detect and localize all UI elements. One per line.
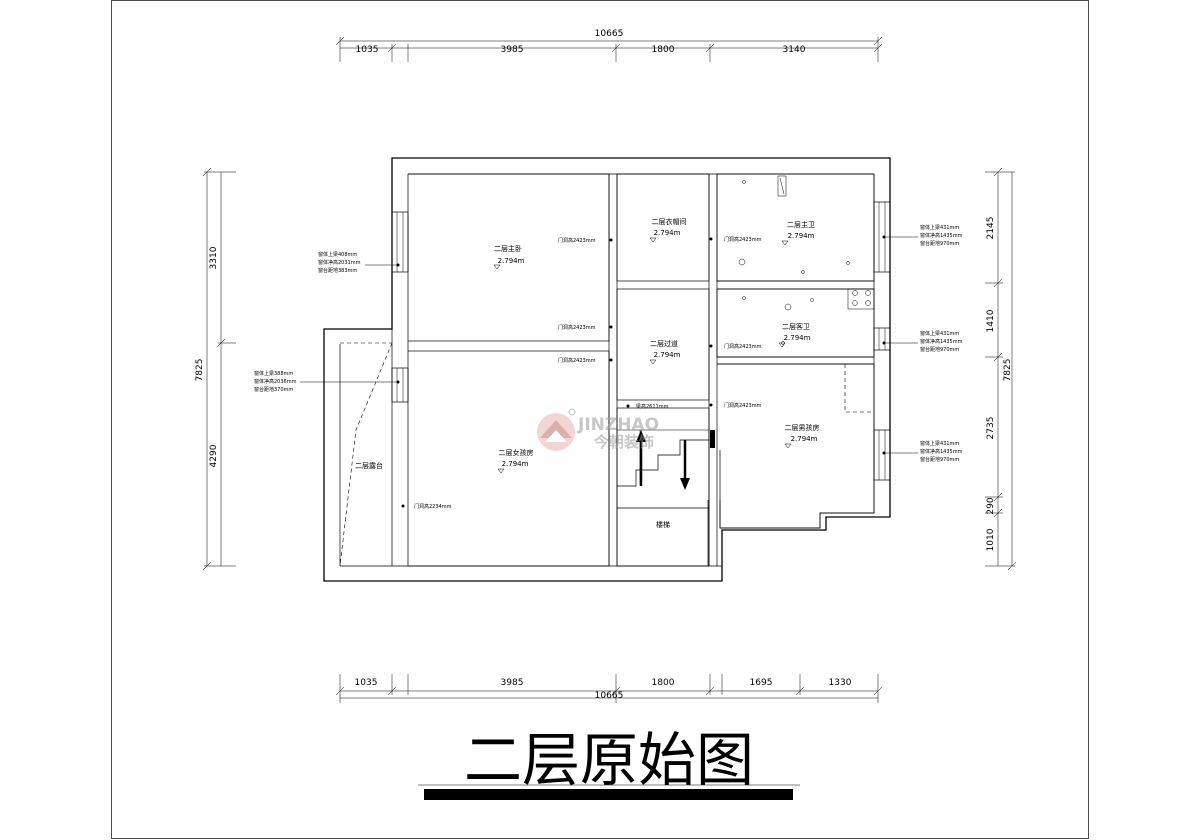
master-bedroom-elevation: 2.794m [498, 257, 525, 265]
bath-fixtures [738, 175, 875, 345]
brand-name-en: JINZHAO [577, 415, 659, 435]
ceiling-light-icon [810, 298, 814, 302]
master-bath-label: 二层主卫 [787, 220, 815, 229]
door-note-master-bedroom-top: 门洞高2423mm [558, 237, 596, 244]
beam-height-note: 梁高2611mm [636, 403, 669, 410]
girls-room-label: 二层女孩房 [499, 448, 534, 457]
boys-room-closet-outline [844, 364, 874, 413]
bottom-dim-5: 1330 [829, 678, 852, 688]
title-underline-bar [424, 789, 793, 800]
window-note-right-top-2: 窗体净高1435mm [920, 232, 963, 239]
window-notes: 窗体上梁408mm 窗体净高2031mm 窗台距地383mm 窗体上梁388mm… [254, 224, 963, 463]
bottom-total-dim: 10665 [595, 691, 624, 701]
bottom-dim-2: 3985 [501, 678, 524, 688]
window-note-left-top-3: 窗台距地383mm [318, 267, 357, 274]
hallway-elevation: 2.794m [654, 351, 681, 359]
floor-drain-icon [801, 270, 805, 274]
master-bath-elevation: 2.794m [788, 232, 815, 240]
window-note-right-bottom-2: 窗体净高1435mm [920, 448, 963, 455]
stove-icon [847, 288, 875, 310]
guest-bath-label: 二层客卫 [782, 322, 810, 331]
master-bedroom-label: 二层主卧 [494, 244, 522, 253]
door-note-boys-room: 门洞高2423mm [724, 402, 762, 409]
door-note-girls-room: 门洞高2423mm [558, 357, 596, 364]
boys-room-room [717, 363, 875, 529]
stairs-label: 楼梯 [656, 520, 670, 529]
window-note-left-bottom-2: 窗体净高2036mm [254, 378, 297, 385]
door-note-hallway: 门洞高2423mm [724, 343, 762, 350]
window-note-left-bottom-3: 窗台距地370mm [254, 386, 293, 393]
right-dimension-chain: 2145 1410 2735 290 1010 7825 [985, 167, 1017, 571]
boys-room-elevation: 2.794m [791, 435, 818, 443]
window-note-right-mid-1: 窗体上梁431mm [920, 330, 959, 337]
window-note-left-top-1: 窗体上梁408mm [318, 251, 357, 258]
door-notes: 门洞高2423mm 门洞高2423mm 门洞高2423mm 门洞高2423mm … [401, 236, 762, 510]
shower-rail-icon [777, 175, 787, 197]
right-dim-5: 1010 [986, 528, 996, 551]
top-dimension-chain: 10665 1035 3985 1800 3140 [335, 29, 883, 62]
window-note-right-mid-3: 窗台距地970mm [920, 346, 959, 353]
closet-room [616, 173, 710, 282]
stair-down-arrow [680, 440, 690, 490]
ceiling-light-icon [742, 180, 746, 184]
left-total-dim: 7825 [195, 359, 205, 382]
brand-watermark: JINZHAO 今朝装饰 [537, 408, 659, 451]
drawing-title: 二层原始图 [464, 726, 754, 794]
window-note-right-top-3: 窗台距地970mm [920, 240, 959, 247]
left-dim-1: 3310 [209, 246, 219, 269]
closet-elevation: 2.794m [654, 229, 681, 237]
floor-drain-icon [784, 303, 792, 311]
door-note-master-bedroom-bottom: 门洞高2423mm [558, 324, 596, 331]
brand-name-cn: 今朝装饰 [593, 433, 654, 451]
top-dim-3: 1800 [652, 45, 675, 55]
bottom-dimension-chain: 1035 3985 1800 1695 1330 10665 [335, 674, 883, 703]
right-dim-2: 1410 [986, 309, 996, 332]
left-dim-2: 4290 [209, 444, 219, 467]
ceiling-light-icon [742, 296, 746, 300]
top-dim-2: 3985 [501, 45, 524, 55]
window-note-right-mid-2: 窗体净高1435mm [920, 338, 963, 345]
floor-drain-icon [738, 258, 746, 266]
window-note-right-bottom-3: 窗台距地970mm [920, 456, 959, 463]
terrace-label: 二层露台 [355, 461, 383, 470]
drawing-frame [111, 0, 1089, 839]
right-dim-1: 2145 [986, 217, 996, 240]
window-note-left-bottom-1: 窗体上梁388mm [254, 370, 293, 377]
top-dim-4: 3140 [783, 45, 806, 55]
window-note-right-top-1: 窗体上梁431mm [920, 224, 959, 231]
bottom-dim-4: 1695 [750, 678, 773, 688]
hallway-label: 二层过道 [650, 339, 678, 348]
girls-room-room [407, 350, 610, 567]
ceiling-light-icon [846, 261, 850, 265]
terrace-outline [339, 342, 393, 567]
girls-room-elevation: 2.794m [502, 460, 529, 468]
boys-room-label: 二层男孩房 [785, 423, 820, 432]
top-dim-1: 1035 [356, 45, 379, 55]
right-dim-3: 2735 [986, 417, 996, 440]
bottom-dim-1: 1035 [355, 678, 378, 688]
top-total-dim: 10665 [595, 29, 624, 39]
bottom-dim-3: 1800 [652, 678, 675, 688]
stair-up-arrow [636, 430, 646, 486]
right-dim-4: 290 [986, 497, 996, 514]
window-note-left-top-2: 窗体净高2031mm [318, 259, 361, 266]
left-dimension-chain: 7825 3310 4290 [195, 167, 236, 571]
right-total-dim: 7825 [1003, 359, 1013, 382]
door-note-terrace: 门洞高2234mm [414, 503, 452, 510]
window-note-right-bottom-1: 窗体上梁431mm [920, 440, 959, 447]
door-note-closet: 门洞高2423mm [724, 236, 762, 243]
guest-bath-elevation: 2.794m [784, 334, 811, 342]
closet-label: 二层衣帽间 [652, 217, 687, 226]
